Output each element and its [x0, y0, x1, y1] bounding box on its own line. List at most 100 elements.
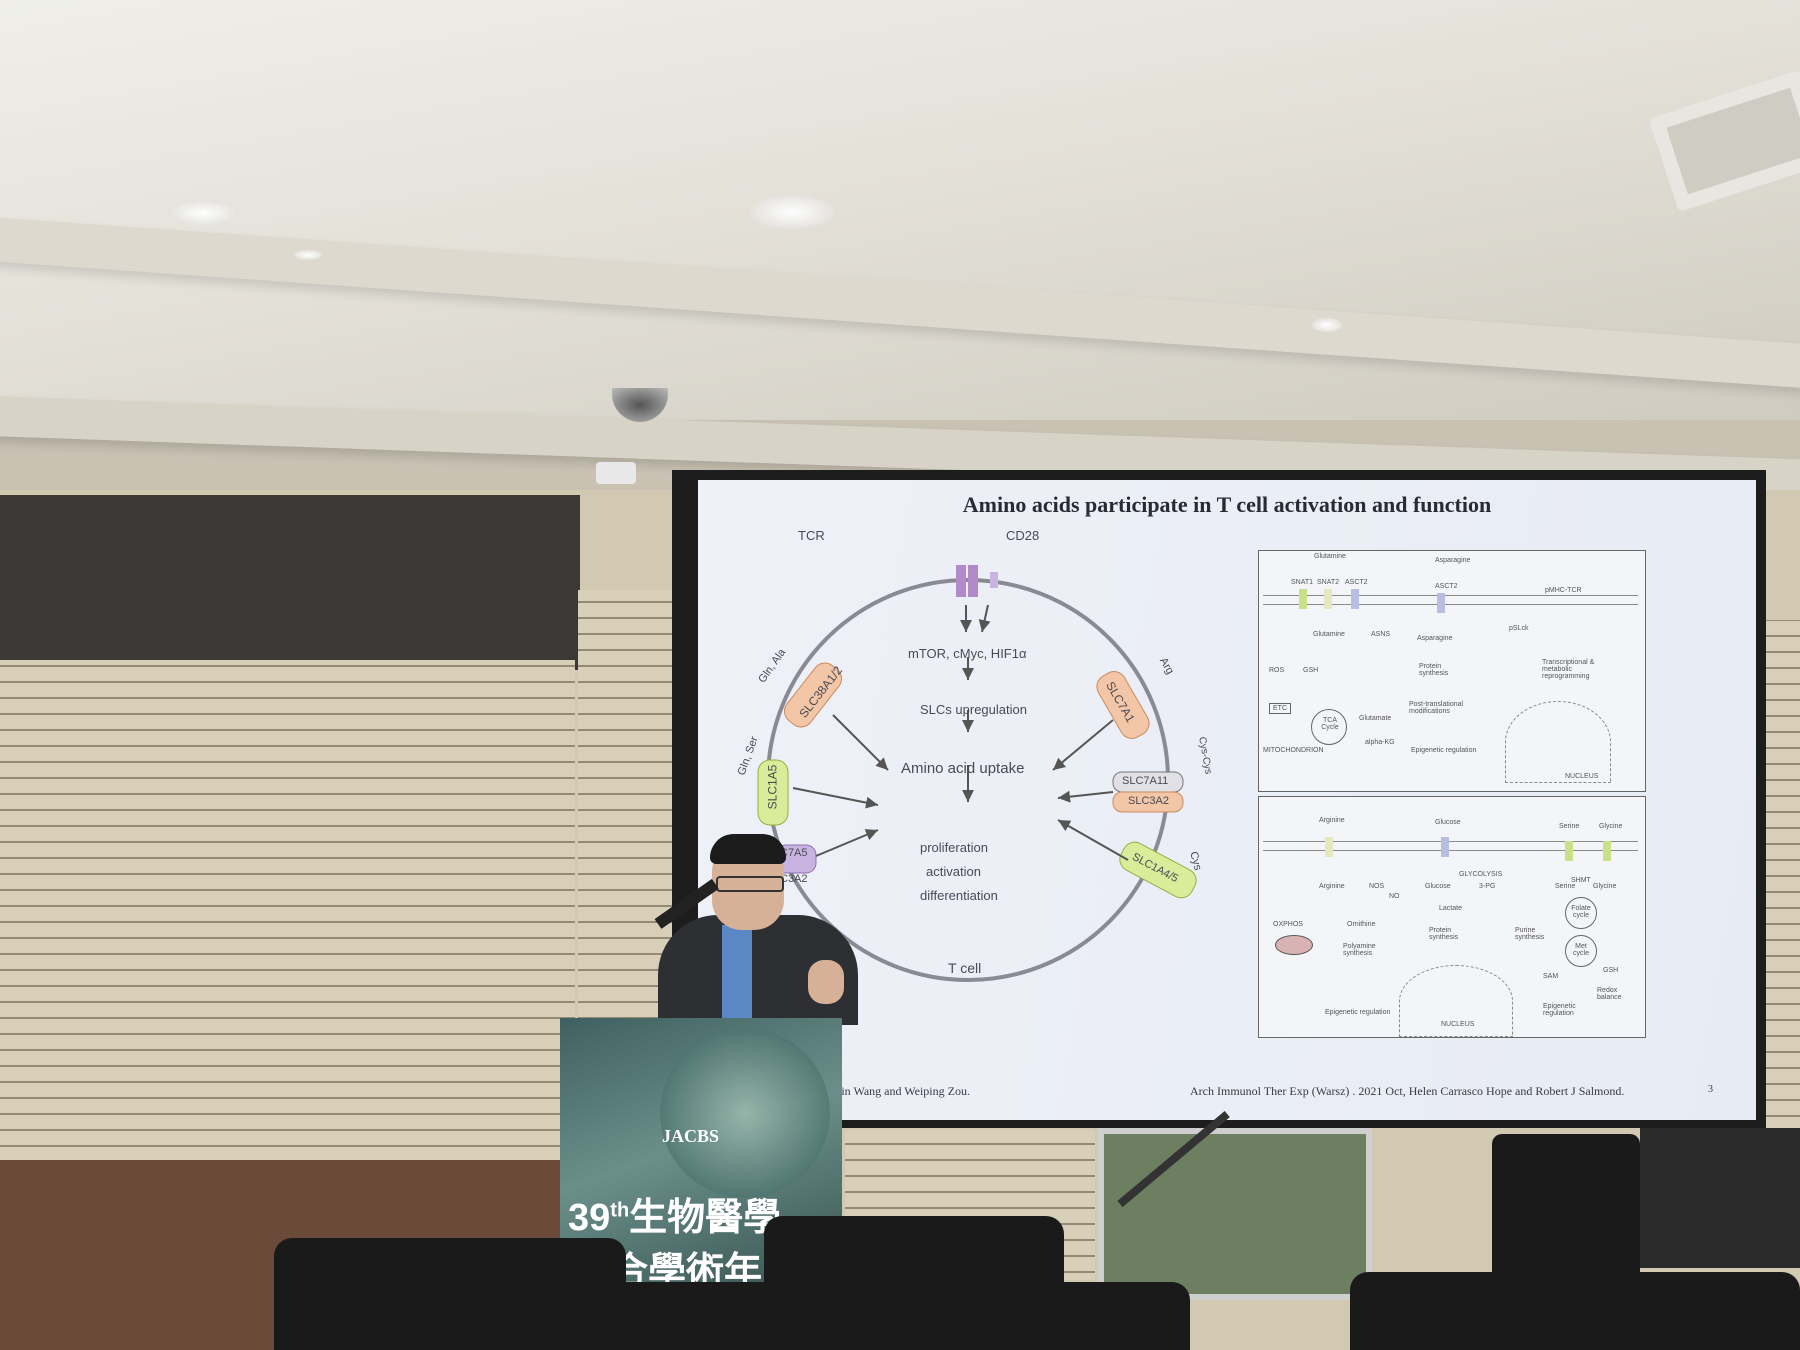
serine-label: Serine [1559, 823, 1580, 830]
slc3a2-transporter [1112, 791, 1184, 813]
ptm-label: Post-translational modifications [1409, 701, 1464, 715]
arginine-internal-label: Arginine [1319, 883, 1345, 890]
chair-back [274, 1238, 626, 1350]
t-cell-label: T cell [948, 960, 982, 976]
nucleus-outline [1505, 701, 1611, 783]
glycine-label: Glycine [1599, 823, 1623, 830]
epigenetic-regulation-label: Epigenetic regulation [1543, 1003, 1576, 1017]
glutamine-label: Glutamine [1314, 553, 1346, 560]
asct2b-label: ASCT2 [1435, 583, 1458, 590]
slc3a2-left-label: C3A2 [780, 873, 808, 885]
slide-page-number: 3 [1708, 1084, 1713, 1095]
uptake-arrow [815, 829, 879, 857]
nos-label: NOS [1369, 883, 1385, 890]
snat1-transporter [1299, 589, 1307, 609]
gsh-label: GSH [1603, 967, 1619, 974]
banner-number: 39 [568, 1197, 611, 1239]
alpha-kg-label: alpha-KG [1365, 739, 1395, 746]
arginine-label: Arginine [1319, 817, 1345, 824]
glutamine-internal-label: Glutamine [1313, 631, 1345, 638]
banner-text: 生物醫學 [629, 1197, 782, 1239]
speaker-shirt [722, 925, 752, 1025]
pathway-step-mtor: mTOR, cMyc, HIF1α [908, 646, 1027, 661]
slc3a2-right-label: SLC3A2 [1128, 795, 1169, 807]
pathway-step-slcs: SLCs upregulation [920, 702, 1027, 717]
asns-label: ASNS [1371, 631, 1391, 638]
folate-cycle-label: Folate cycle [1571, 905, 1591, 919]
glycine-transporter [1603, 841, 1611, 861]
shmt-label: SHMT [1571, 877, 1591, 884]
uptake-arrow [832, 714, 889, 771]
asct2b-transporter [1437, 593, 1445, 613]
podium-banner-line1: 39th生物醫學 [568, 1186, 781, 1241]
glutamine-pathway-panel: Glutamine Asparagine SNAT1 SNAT2 ASCT2 A… [1258, 550, 1646, 792]
met-cycle-circle [1565, 935, 1597, 967]
serine-internal-label: Serine [1555, 883, 1576, 890]
speaker-glasses [716, 876, 784, 892]
no-label: NO [1389, 893, 1400, 900]
nucleus-label: NUCLEUS [1441, 1021, 1475, 1028]
chair-back [1492, 1134, 1640, 1302]
met-cycle-label: Met cycle [1573, 943, 1589, 957]
snat1-label: SNAT1 [1291, 579, 1314, 586]
protein-synthesis-label: Protein synthesis [1429, 927, 1459, 941]
uptake-arrow [792, 787, 879, 809]
monitor [1640, 1128, 1800, 1268]
acoustic-wall-panel [0, 660, 575, 1170]
uptake-arrow [1057, 790, 1114, 803]
ceiling-light [750, 195, 834, 229]
outcome-activation: activation [926, 864, 981, 879]
folate-cycle-circle [1565, 897, 1597, 929]
redox-balance-label: Redox balance [1597, 987, 1622, 1001]
uptake-arrow [1057, 819, 1129, 861]
asparagine-label: Asparagine [1435, 557, 1471, 564]
tcr-receptor [968, 565, 978, 597]
plasma-membrane [1263, 595, 1638, 605]
chair-back [600, 1282, 1190, 1350]
lactate-label: Lactate [1439, 905, 1462, 912]
glycine-internal-label: Glycine [1593, 883, 1617, 890]
nucleus-outline [1399, 965, 1513, 1037]
security-camera [596, 462, 636, 484]
snat2-label: SNAT2 [1317, 579, 1340, 586]
slc7a1-transporter [1096, 671, 1150, 739]
mitochondrion-icon [1275, 935, 1313, 955]
gsh-label: GSH [1303, 667, 1319, 674]
3pg-label: 3-PG [1479, 883, 1496, 890]
tcr-receptor [956, 565, 966, 597]
slc1a45-transporter [1119, 841, 1197, 899]
outcome-differentiation: differentiation [920, 888, 998, 903]
ornithine-label: Ornithine [1347, 921, 1376, 928]
window [1098, 1128, 1372, 1300]
tca-label: TCA Cycle [1321, 717, 1339, 731]
tcr-label: TCR [798, 528, 825, 543]
cd28-label: CD28 [1006, 528, 1040, 543]
purine-synthesis-label: Purine synthesis [1515, 927, 1545, 941]
outcome-proliferation: proliferation [920, 840, 988, 855]
slc1a5-transporter [757, 759, 789, 826]
pmhc-label: pMHC-TCR [1545, 587, 1582, 594]
etc-label: ETC [1269, 703, 1291, 714]
glucose-label: Glucose [1435, 819, 1461, 826]
glucose-internal-label: Glucose [1425, 883, 1451, 890]
ros-label: ROS [1269, 667, 1285, 674]
oxphos-label: OXPHOS [1273, 921, 1303, 928]
presentation-slide: Amino acids participate in T cell activa… [698, 480, 1756, 1120]
slide-title: Amino acids participate in T cell activa… [962, 492, 1492, 517]
ceiling-light [294, 250, 322, 260]
epigenetic-regulation-label: Epigenetic regulation [1411, 747, 1477, 754]
plck-label: pSLck [1509, 625, 1529, 632]
glutamate-label: Glutamate [1359, 715, 1392, 722]
transcriptional-reprogramming-label: Transcriptional & metabolic reprogrammin… [1542, 659, 1595, 680]
slc38a12-transporter [783, 662, 843, 728]
arginine-glucose-pathway-panel: Arginine Glucose Serine Glycine Arginine… [1258, 796, 1646, 1038]
asparagine-internal-label: Asparagine [1417, 635, 1453, 642]
jacbs-logo: JACBS [662, 1126, 720, 1146]
plasma-membrane [1263, 841, 1638, 851]
t-cell-diagram [757, 565, 1197, 982]
slc1a5-label: SLC1A5 [765, 764, 780, 810]
dark-wall-band [0, 495, 580, 670]
citation-right: Arch Immunol Ther Exp (Warsz) . 2021 Oct… [1190, 1084, 1625, 1098]
tca-cycle-circle [1311, 709, 1347, 745]
arginine-transporter [1325, 837, 1333, 857]
